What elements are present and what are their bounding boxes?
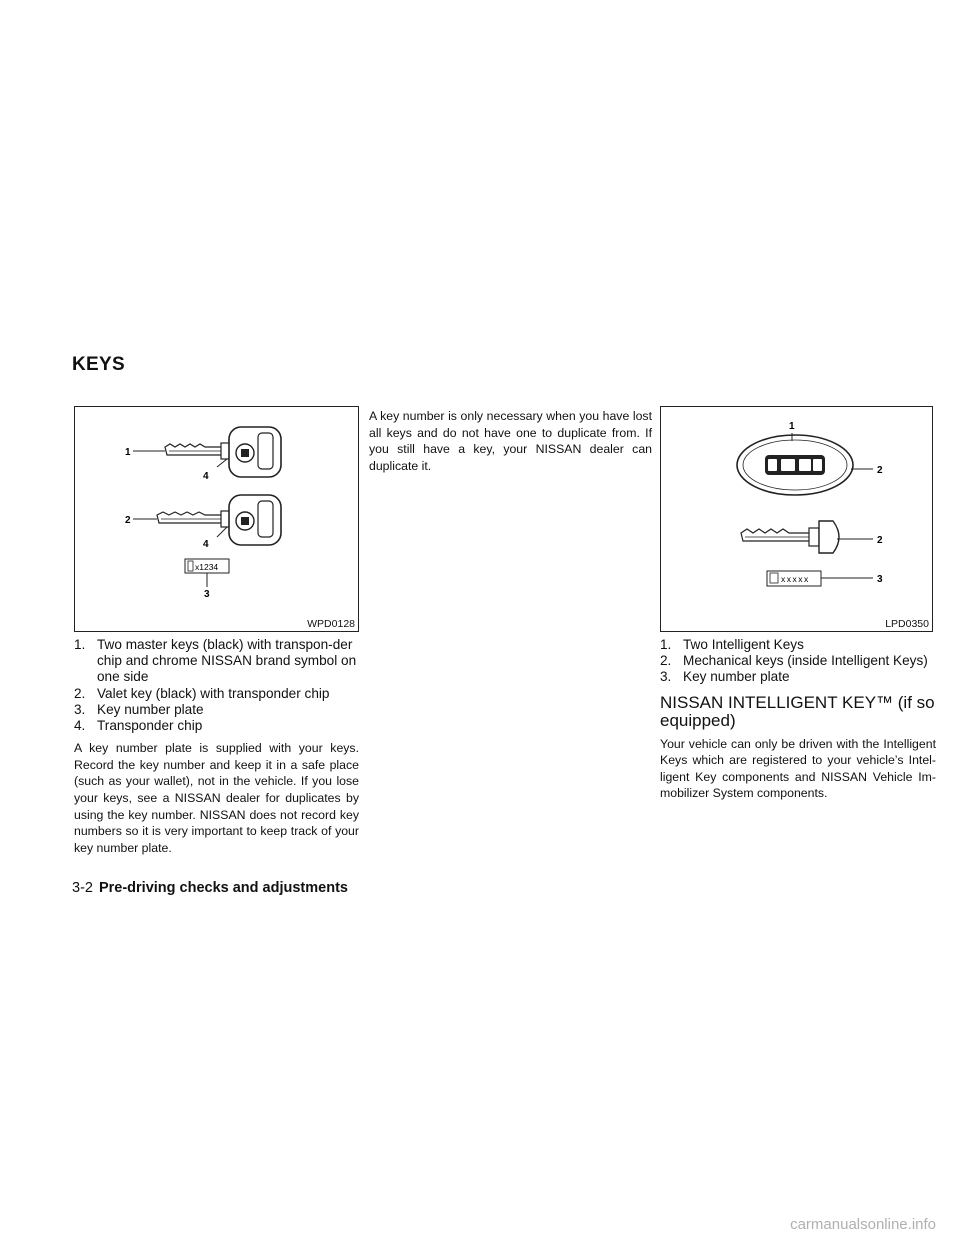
callout-2b: 2 [877,535,883,546]
section-title: KEYS [72,354,125,375]
list-item: 1.Two master keys (black) with transpon-… [74,637,357,685]
list-item: 1.Two Intelligent Keys [660,637,804,652]
key-list: 1.Two master keys (black) with transpon-… [74,637,359,734]
column-middle: A key number is only necessary when you … [369,408,652,474]
callout-2: 2 [125,515,131,526]
list-item: 3.Key number plate [74,701,204,717]
plate-text-1: x1234 [195,562,218,572]
keys-illustration: x1234 1 4 2 4 3 [125,426,282,600]
list-item: 2.Mechanical keys (inside Intelligent Ke… [660,653,928,669]
page-footer: 3-2 Pre-driving checks and adjustments [72,880,348,896]
intelligent-key-heading: NISSAN INTELLIGENT KEY™ (if so equipped) [660,692,935,730]
key-number-paragraph: A key number is only necessary when you … [369,409,652,473]
watermark: carmanualsonline.info [790,1216,936,1233]
key-plate-paragraph: A key number plate is supplied with your… [74,741,359,855]
callout-2a: 2 [877,465,883,476]
intelligent-key-paragraph: Your vehicle can only be driven with the… [660,736,936,801]
callout-3: 3 [877,574,883,585]
callout-4a: 4 [203,471,209,482]
list-item: 4.Transponder chip [74,718,203,734]
column-right: 1.Two Intelligent Keys 2.Mechanical keys… [660,637,936,802]
chapter-title: Pre-driving checks and adjustments [98,880,348,896]
figure-master-keys: x1234 1 4 2 4 3 WPD0128 [74,406,359,632]
figure-intelligent-key: xxxxx 1 2 2 3 LPD0350 [660,406,933,632]
callout-1: 1 [789,421,795,432]
list-item: 3.Key number plate [660,669,790,685]
list-item: 2.Valet key (black) with transponder chi… [74,685,330,701]
page-number: 3-2 [72,880,93,896]
figure-code: LPD0350 [885,618,929,630]
callout-1: 1 [125,447,131,458]
intelligent-key-illustration: xxxxx 1 2 2 3 [736,421,883,587]
plate-text-2: xxxxx [781,574,810,584]
callout-4b: 4 [203,539,209,550]
column-left: 1.Two master keys (black) with transpon-… [74,637,359,856]
callout-3: 3 [204,589,210,600]
intelligent-key-list: 1.Two Intelligent Keys 2.Mechanical keys… [660,637,936,686]
figure-code: WPD0128 [307,618,355,630]
